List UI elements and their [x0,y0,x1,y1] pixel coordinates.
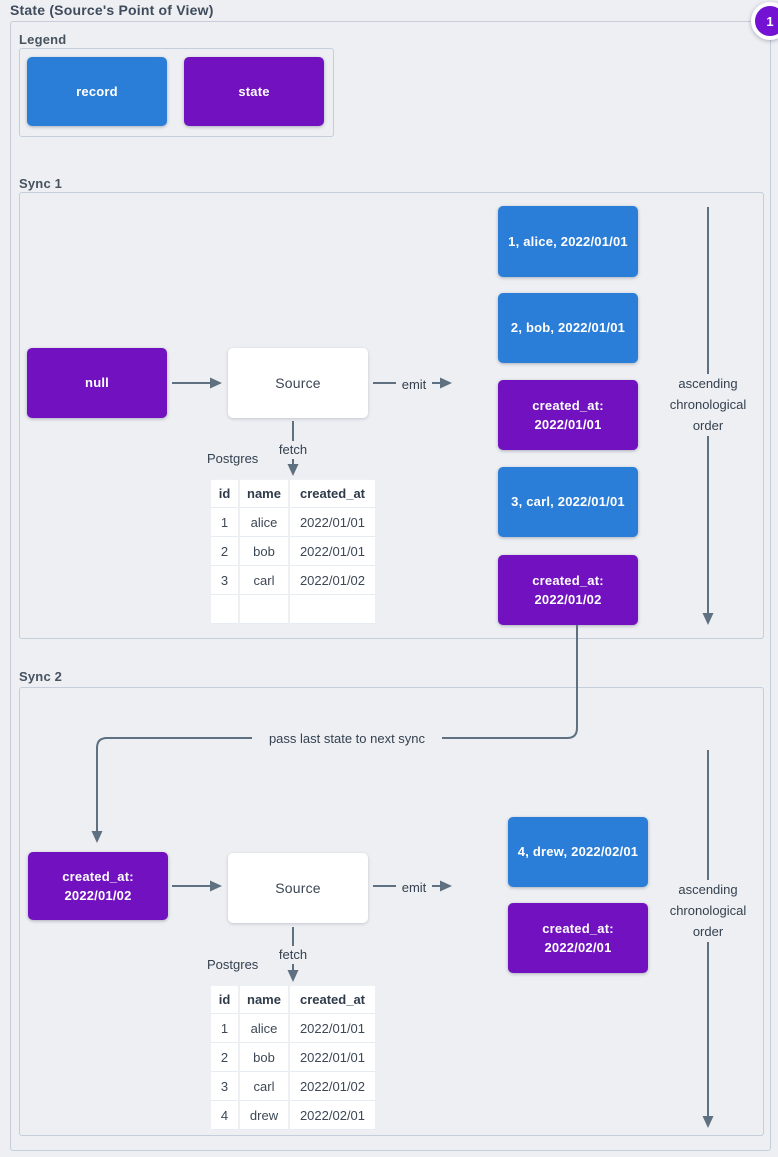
sync2-state-1: created_at: 2022/02/01 [508,903,648,973]
table-header-row: id name created_at [211,479,375,508]
legend-state-swatch: state [184,57,324,126]
annotation-badge: 1 [751,2,778,40]
legend-frame [19,48,334,137]
sync2-fetch-label: fetch [270,946,316,964]
sync1-source-text: Source [275,374,321,391]
sync2-record-1: 4, drew, 2022/02/01 [508,817,648,887]
table-row: 3 carl 2022/01/02 [211,566,375,595]
sync2-input-state-text: created_at: 2022/01/02 [62,868,134,904]
sync1-emit-label: emit [396,376,432,394]
sync1-label: Sync 1 [19,176,63,191]
col-name: name [240,985,288,1014]
table-row: 4 drew 2022/02/01 [211,1101,375,1130]
sync1-record-1-text: 1, alice, 2022/01/01 [508,233,628,249]
sync1-postgres-table: id name created_at 1 alice 2022/01/01 2 … [209,479,377,624]
sync2-state-1-text: created_at: 2022/02/01 [542,920,614,956]
sync2-source-text: Source [275,879,321,896]
sync1-input-state-text: null [85,375,109,391]
table-row-empty [211,595,375,624]
legend-label: Legend [19,32,67,47]
table-row: 1 alice 2022/01/01 [211,1014,375,1043]
sync1-order-label: ascending chronological order [653,374,763,437]
col-name: name [240,479,288,508]
state-pov-frame [10,21,771,1151]
table-row: 2 bob 2022/01/01 [211,1043,375,1072]
sync1-record-3: 3, carl, 2022/01/01 [498,467,638,537]
col-id: id [211,985,238,1014]
col-id: id [211,479,238,508]
sync1-record-2: 2, bob, 2022/01/01 [498,293,638,363]
sync1-record-1: 1, alice, 2022/01/01 [498,206,638,277]
sync1-state-1: created_at: 2022/01/01 [498,380,638,450]
pass-state-label: pass last state to next sync [252,730,442,748]
sync1-postgres-label: Postgres [207,451,259,466]
sync1-state-2-text: created_at: 2022/01/02 [532,572,604,608]
sync1-fetch-label: fetch [270,441,316,459]
col-created-at: created_at [290,985,375,1014]
sync1-record-3-text: 3, carl, 2022/01/01 [511,494,625,510]
table-row: 3 carl 2022/01/02 [211,1072,375,1101]
sync1-state-2: created_at: 2022/01/02 [498,555,638,625]
sync2-postgres-table: id name created_at 1 alice 2022/01/01 2 … [209,985,377,1130]
sync2-order-label: ascending chronological order [653,880,763,943]
legend-record-text: record [76,83,118,99]
sync1-record-2-text: 2, bob, 2022/01/01 [510,320,626,336]
sync2-source-box: Source [228,853,368,923]
page-title: State (Source's Point of View) [10,2,214,18]
sync2-emit-label: emit [396,879,432,897]
sync2-label: Sync 2 [19,669,63,684]
legend-state-text: state [238,83,270,99]
sync2-input-state: created_at: 2022/01/02 [28,852,168,920]
annotation-badge-number: 1 [766,13,774,29]
table-row: 1 alice 2022/01/01 [211,508,375,537]
table-row: 2 bob 2022/01/01 [211,537,375,566]
sync2-postgres-label: Postgres [207,957,259,972]
sync1-source-box: Source [228,348,368,418]
table-header-row: id name created_at [211,985,375,1014]
col-created-at: created_at [290,479,375,508]
sync1-state-1-text: created_at: 2022/01/01 [532,397,604,433]
sync2-record-1-text: 4, drew, 2022/02/01 [517,844,639,860]
legend-record-swatch: record [27,57,167,126]
sync1-input-state: null [27,348,167,418]
